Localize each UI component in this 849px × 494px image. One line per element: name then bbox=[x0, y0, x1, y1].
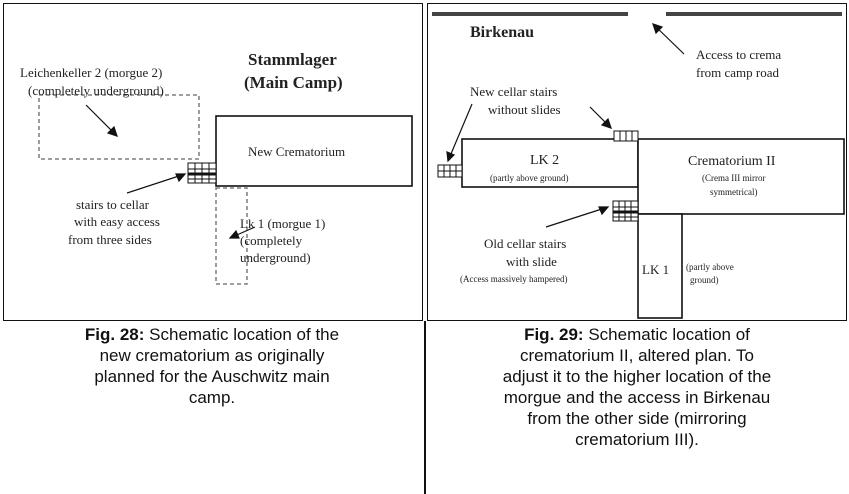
lk1-label-line1: Lk 1 (morgue 1) bbox=[240, 216, 325, 231]
new-stairs-arrowhead-north bbox=[600, 117, 612, 129]
left-diagram-panel: Stammlager (Main Camp) Leichenkeller 2 (… bbox=[3, 3, 423, 321]
fig-28-label: Fig. 28: bbox=[84, 325, 145, 344]
stairs-arrow bbox=[126, 173, 186, 194]
lk2-label-line1: Leichenkeller 2 (morgue 2) bbox=[20, 65, 162, 80]
lk1-label: LK 1 bbox=[642, 262, 669, 277]
old-stairs-label-line1: Old cellar stairs bbox=[484, 236, 566, 251]
stairs-label-line1: stairs to cellar bbox=[76, 197, 150, 212]
stairs-label-line3: from three sides bbox=[68, 232, 152, 247]
lk1-arrowhead bbox=[228, 229, 240, 239]
old-stairs-symbol bbox=[612, 200, 639, 222]
fig-29-label: Fig. 29: bbox=[524, 325, 584, 344]
fig-29-caption-line4: morgue and the access in Birkenau bbox=[503, 388, 771, 407]
caption-divider bbox=[424, 321, 426, 494]
crematorium-ii-sublabel-1: (Crema III mirror bbox=[702, 173, 765, 183]
stairs-label-line2: with easy access bbox=[74, 214, 160, 229]
lk2-label-line2: (completely underground) bbox=[28, 83, 164, 98]
old-stairs-arrowhead bbox=[598, 206, 610, 216]
fig-29-caption-line6: crematorium III). bbox=[575, 430, 699, 449]
new-stairs-label-line1: New cellar stairs bbox=[470, 84, 557, 99]
new-stairs-label-line2: without slides bbox=[488, 102, 561, 117]
left-diagram: Stammlager (Main Camp) Leichenkeller 2 (… bbox=[20, 50, 413, 285]
old-stairs-label-line2: with slide bbox=[506, 254, 557, 269]
morgue-1-outline bbox=[215, 187, 248, 285]
crematorium-label: New Crematorium bbox=[248, 144, 345, 159]
lk1-label-line3: underground) bbox=[240, 250, 311, 265]
new-stairs-arrow-west bbox=[447, 103, 473, 162]
new-stairs-west bbox=[437, 164, 463, 178]
new-stairs-north bbox=[613, 130, 639, 142]
new-crematorium-box bbox=[215, 115, 413, 187]
stairs-arrowhead bbox=[175, 173, 187, 183]
lk1-sublabel-2: ground) bbox=[690, 275, 719, 285]
access-label-line2: from camp road bbox=[696, 65, 780, 80]
right-diagram: Birkenau Access to crema from camp road … bbox=[432, 12, 845, 319]
crematorium-ii-box bbox=[637, 138, 845, 215]
fig-28-caption-line1: Fig. 28: Schematic location of the bbox=[84, 325, 340, 344]
old-stairs-label-line3: (Access massively hampered) bbox=[460, 274, 567, 284]
access-label-line1: Access to crema bbox=[696, 47, 781, 62]
left-title-line1: Stammlager bbox=[248, 50, 337, 69]
lk1-box bbox=[637, 213, 683, 319]
fig-29-caption-line5: from the other side (mirroring bbox=[527, 409, 747, 428]
lk1-label-line2: (completely bbox=[240, 233, 303, 248]
new-stairs-arrowhead-west bbox=[446, 151, 456, 163]
old-stairs-arrow bbox=[545, 206, 609, 228]
lk2-label: LK 2 bbox=[530, 153, 559, 168]
fig-29-caption-line1: Fig. 29: Schematic location of bbox=[524, 325, 750, 344]
access-arrowhead bbox=[652, 23, 664, 35]
right-title: Birkenau bbox=[470, 24, 534, 41]
lk2-sublabel: (partly above ground) bbox=[490, 173, 568, 183]
right-diagram-panel: Birkenau Access to crema from camp road … bbox=[427, 3, 847, 321]
fig-29-caption: Fig. 29: Schematic location of crematori… bbox=[428, 324, 846, 450]
fig-29-caption-line2: crematorium II, altered plan. To bbox=[519, 346, 754, 365]
lk1-sublabel-1: (partly above bbox=[686, 262, 734, 272]
crematorium-ii-label: Crematorium II bbox=[688, 154, 776, 169]
morgue-2-outline bbox=[38, 94, 200, 160]
left-title-line2: (Main Camp) bbox=[244, 73, 343, 92]
fig-28-caption-line4: camp. bbox=[188, 388, 236, 407]
fig-28-caption-line3: planned for the Auschwitz main bbox=[94, 367, 330, 386]
stairs-symbol bbox=[187, 162, 217, 184]
fig-29-caption-line3: adjust it to the higher location of the bbox=[502, 367, 772, 386]
fig-28-caption: Fig. 28: Schematic location of the new c… bbox=[4, 324, 420, 408]
crematorium-ii-sublabel-2: symmetrical) bbox=[710, 187, 757, 197]
fig-28-caption-line2: new crematorium as originally bbox=[99, 346, 325, 365]
lk2-arrowhead bbox=[106, 125, 118, 137]
